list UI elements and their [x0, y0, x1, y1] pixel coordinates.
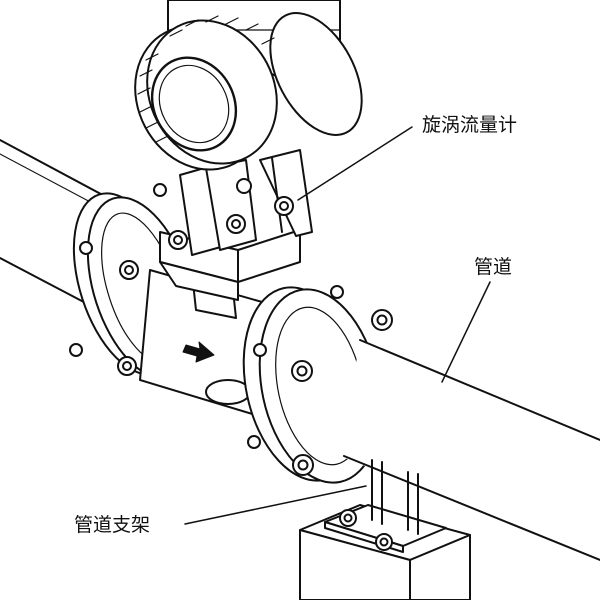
flowmeter-leader [297, 126, 413, 201]
pipe-label: 管道 [474, 256, 513, 278]
pipe-leader [441, 281, 491, 383]
flowmeter-transmitter [134, 0, 363, 301]
right-pipe [340, 339, 600, 561]
support-leader [184, 485, 367, 525]
pipe-support-label: 管道支架 [74, 514, 151, 536]
left-flange-bolts [69, 183, 167, 376]
right-flange-bolts [247, 285, 393, 476]
pipe-support [299, 459, 471, 600]
flowmeter-label: 旋涡流量计 [422, 114, 518, 136]
flow-arrow-icon [182, 341, 215, 363]
housing-knurl [137, 15, 275, 143]
leader-lines [184, 126, 491, 525]
